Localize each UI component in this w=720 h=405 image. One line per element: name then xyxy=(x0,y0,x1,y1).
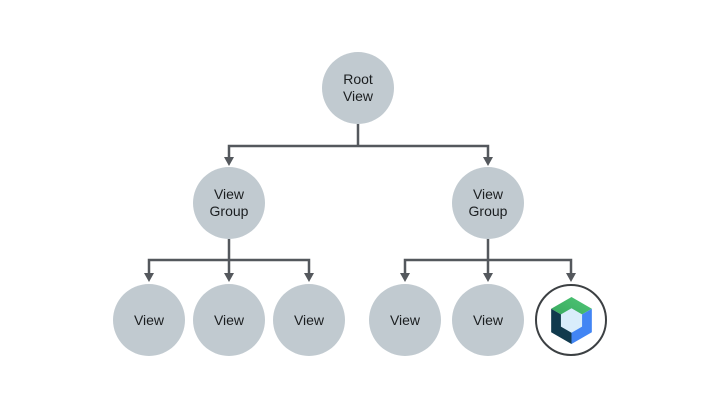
node-label: View xyxy=(293,311,325,328)
arrowhead-icon xyxy=(144,273,154,282)
node-view-left-1: View xyxy=(113,284,185,356)
arrowhead-icon xyxy=(224,273,234,282)
node-root-view: Root View xyxy=(322,52,394,124)
jetpack-compose-icon xyxy=(550,296,592,344)
node-label: Root View xyxy=(342,71,374,104)
node-view-right-1: View xyxy=(369,284,441,356)
arrowhead-icon xyxy=(483,273,493,282)
arrowhead-icon xyxy=(224,157,234,166)
node-label: View xyxy=(472,311,504,328)
arrowhead-icon xyxy=(566,273,576,282)
connector-left-group-to-views xyxy=(147,239,311,274)
node-label: View Group xyxy=(468,186,508,219)
arrowhead-icon xyxy=(304,273,314,282)
node-view-left-2: View xyxy=(193,284,265,356)
node-view-group-right: View Group xyxy=(452,167,524,239)
node-label: View xyxy=(133,311,165,328)
node-view-left-3: View xyxy=(273,284,345,356)
arrowhead-icon xyxy=(483,157,493,166)
node-label: View xyxy=(389,311,421,328)
node-compose-leaf xyxy=(535,284,607,356)
connector-root-to-groups xyxy=(227,124,490,158)
node-view-right-2: View xyxy=(452,284,524,356)
arrowhead-icon xyxy=(400,273,410,282)
node-view-group-left: View Group xyxy=(193,167,265,239)
node-label: View xyxy=(213,311,245,328)
connector-right-group-to-views xyxy=(403,239,573,274)
node-label: View Group xyxy=(209,186,249,219)
